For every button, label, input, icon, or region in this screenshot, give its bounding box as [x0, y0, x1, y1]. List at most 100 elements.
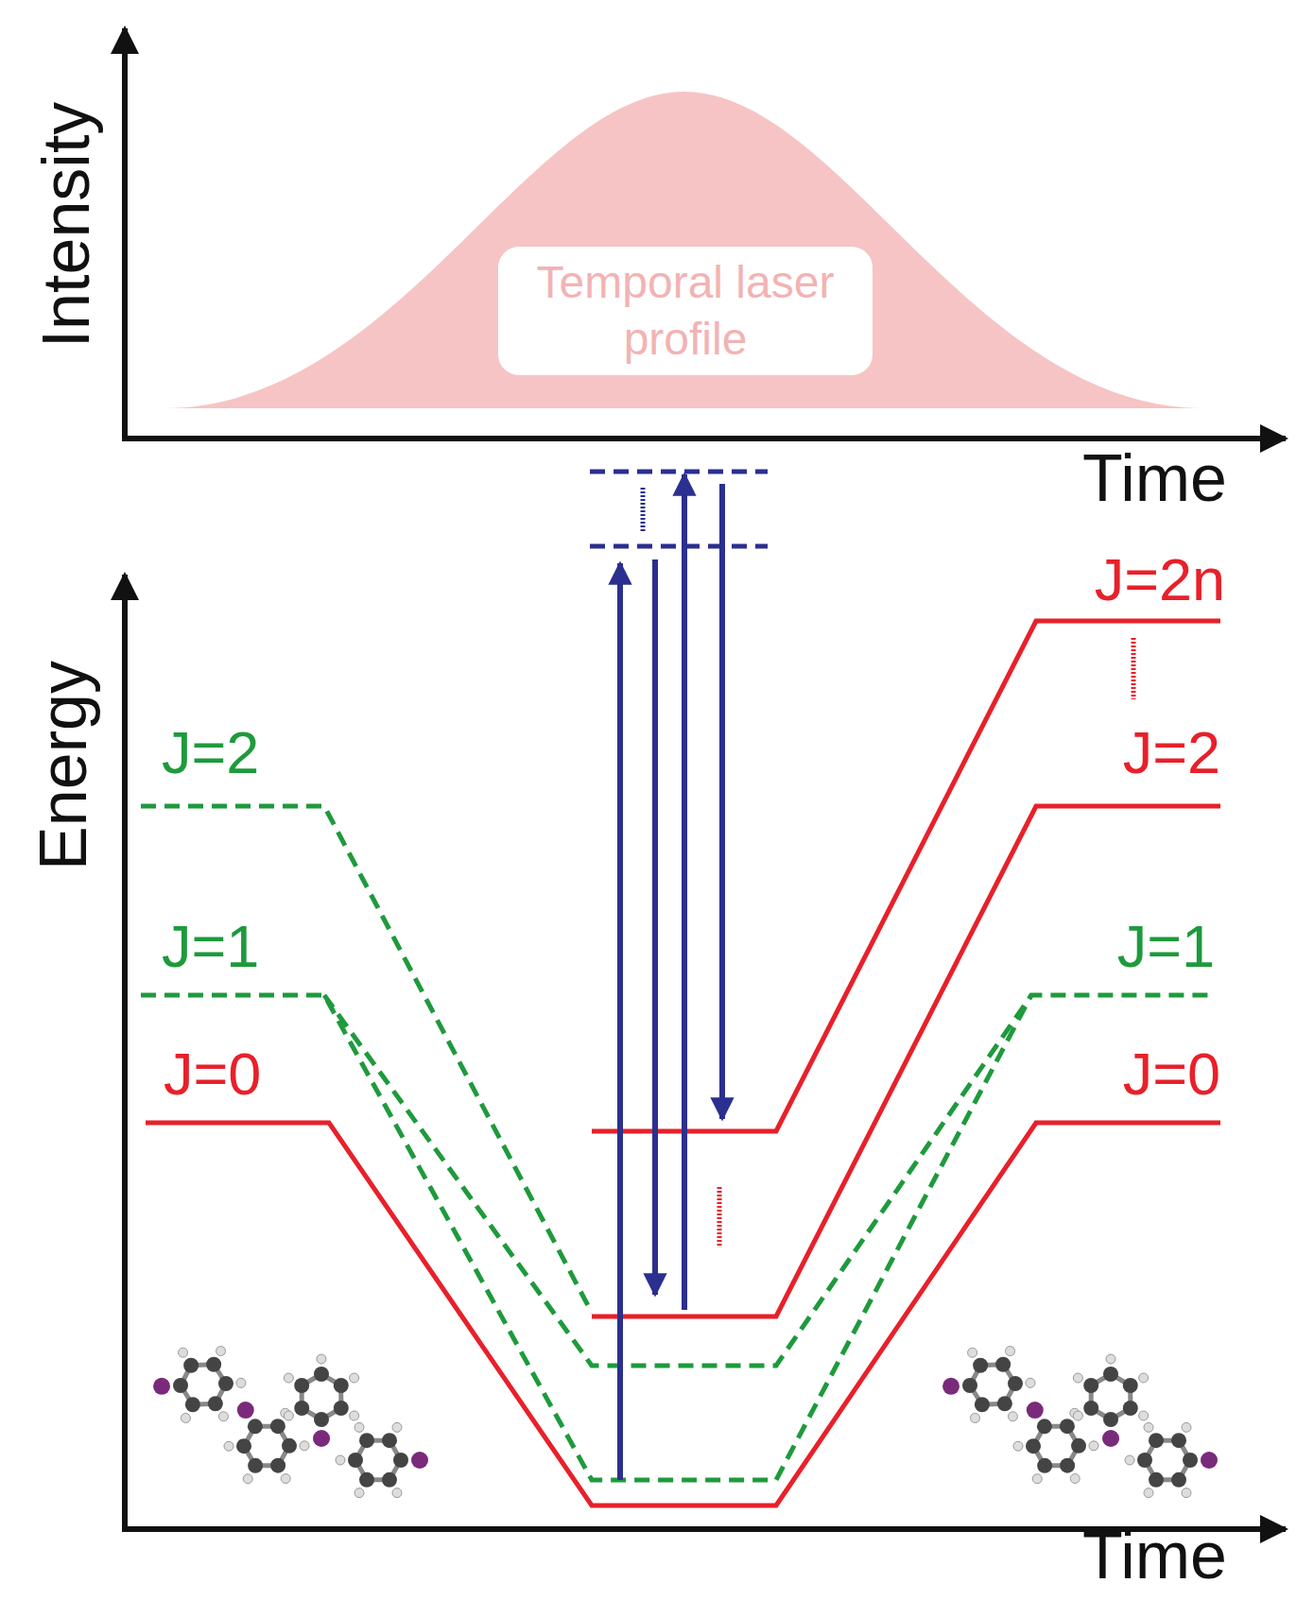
hydrogen-atom [1124, 1455, 1135, 1466]
carbon-atom [1037, 1458, 1053, 1474]
carbon-atom [1059, 1458, 1075, 1474]
hydrogen-atom [968, 1348, 978, 1358]
hydrogen-atom [1005, 1347, 1016, 1357]
hydrogen-atom [1181, 1488, 1192, 1499]
iodine-atom [1026, 1401, 1044, 1419]
hydrogen-atom [335, 1455, 346, 1466]
iodobenzene-molecule [942, 1347, 1036, 1424]
carbon-atom [247, 1458, 263, 1474]
carbon-atom [972, 1358, 988, 1374]
hydrogen-atom [283, 1373, 294, 1384]
hydrogen-atom [1007, 1412, 1018, 1422]
hydrogen-atom [218, 1412, 228, 1422]
hydrogen-atom [1072, 1373, 1083, 1384]
carbon-atom [1171, 1433, 1187, 1449]
hydrogen-atom [216, 1347, 226, 1357]
hydrogen-atom [316, 1354, 327, 1365]
level-label: J=2n [1094, 547, 1226, 613]
molecules [153, 1347, 1218, 1499]
carbon-atom [247, 1418, 263, 1435]
level-label: J=1 [161, 914, 260, 980]
hydrogen-atom [1143, 1488, 1154, 1499]
carbon-atom [381, 1472, 398, 1488]
carbon-atom [1123, 1378, 1139, 1394]
hydrogen-atom [236, 1378, 246, 1388]
axis-label: Energy [30, 660, 97, 871]
carbon-atom [1071, 1438, 1087, 1454]
hydrogen-atom [1139, 1373, 1149, 1384]
profile-label-box: Temporal laser profile [498, 246, 873, 376]
carbon-atom [995, 1357, 1011, 1373]
carbon-atom [1059, 1418, 1075, 1435]
carbon-atom [1123, 1400, 1139, 1417]
carbon-atom [281, 1438, 297, 1454]
hydrogen-atom [283, 1411, 294, 1421]
carbon-atom [1083, 1378, 1099, 1394]
iodine-atom [1200, 1452, 1218, 1470]
iodobenzene-molecule [1124, 1422, 1218, 1498]
carbon-atom [236, 1438, 252, 1454]
carbon-atom [218, 1376, 234, 1392]
axis-label: Time [1082, 1522, 1228, 1590]
iodobenzene-molecule [335, 1422, 429, 1498]
carbon-atom [270, 1458, 286, 1474]
carbon-atom [293, 1400, 310, 1417]
carbon-atom [207, 1396, 224, 1412]
virtual-levels [589, 471, 768, 547]
iodine-atom [153, 1378, 171, 1396]
hydrogen-atom [349, 1411, 360, 1421]
carbon-atom [1148, 1433, 1164, 1449]
hydrogen-atom [392, 1488, 402, 1499]
hydrogen-atom [354, 1488, 364, 1499]
hydrogen-atom [1025, 1378, 1036, 1388]
carbon-atom [359, 1472, 375, 1488]
carbon-atom [293, 1378, 310, 1394]
iodobenzene-molecule [283, 1354, 359, 1448]
carbon-atom [1037, 1418, 1053, 1435]
hydrogen-atom [349, 1373, 360, 1384]
carbon-atom [393, 1452, 409, 1469]
carbon-atom [206, 1357, 222, 1373]
level-label: J=2 [1123, 720, 1221, 786]
iodine-atom [312, 1430, 330, 1448]
level-label: J=0 [163, 1041, 261, 1107]
carbon-atom [1103, 1412, 1119, 1428]
hydrogen-atom [224, 1441, 234, 1452]
profile-label: Temporal laser profile [512, 254, 859, 368]
carbon-atom [1103, 1366, 1119, 1383]
axis-label: Intensity [33, 102, 100, 349]
hydrogen-atom [1072, 1411, 1083, 1421]
level-dots [642, 487, 1134, 1248]
hydrogen-atom [1181, 1422, 1192, 1433]
hydrogen-atom [280, 1474, 291, 1485]
hydrogen-atom [392, 1422, 402, 1433]
carbon-atom [1025, 1438, 1041, 1454]
iodine-atom [237, 1401, 255, 1419]
hydrogen-atom [180, 1413, 191, 1423]
hydrogen-atom [354, 1422, 364, 1433]
bottom-axes [121, 574, 1286, 1532]
carbon-atom [183, 1358, 199, 1374]
iodine-atom [1102, 1430, 1120, 1448]
carbon-atom [1182, 1452, 1198, 1469]
carbon-atom [974, 1397, 990, 1413]
axis-label: Time [1082, 445, 1228, 512]
carbon-atom [1171, 1472, 1187, 1488]
green-levels [140, 806, 1215, 1481]
top-axes [121, 28, 1286, 441]
carbon-atom [962, 1378, 978, 1394]
iodine-atom [411, 1452, 429, 1470]
iodine-atom [942, 1378, 960, 1396]
carbon-atom [347, 1452, 364, 1469]
carbon-atom [270, 1418, 286, 1435]
hydrogen-atom [299, 1441, 310, 1452]
level-label: J=2 [161, 720, 260, 786]
carbon-atom [997, 1396, 1013, 1412]
carbon-atom [333, 1400, 349, 1417]
hydrogen-atom [1070, 1474, 1080, 1485]
hydrogen-atom [1013, 1441, 1023, 1452]
carbon-atom [313, 1412, 329, 1428]
hydrogen-atom [1143, 1422, 1154, 1433]
carbon-atom [172, 1378, 189, 1394]
carbon-atom [1137, 1452, 1153, 1469]
